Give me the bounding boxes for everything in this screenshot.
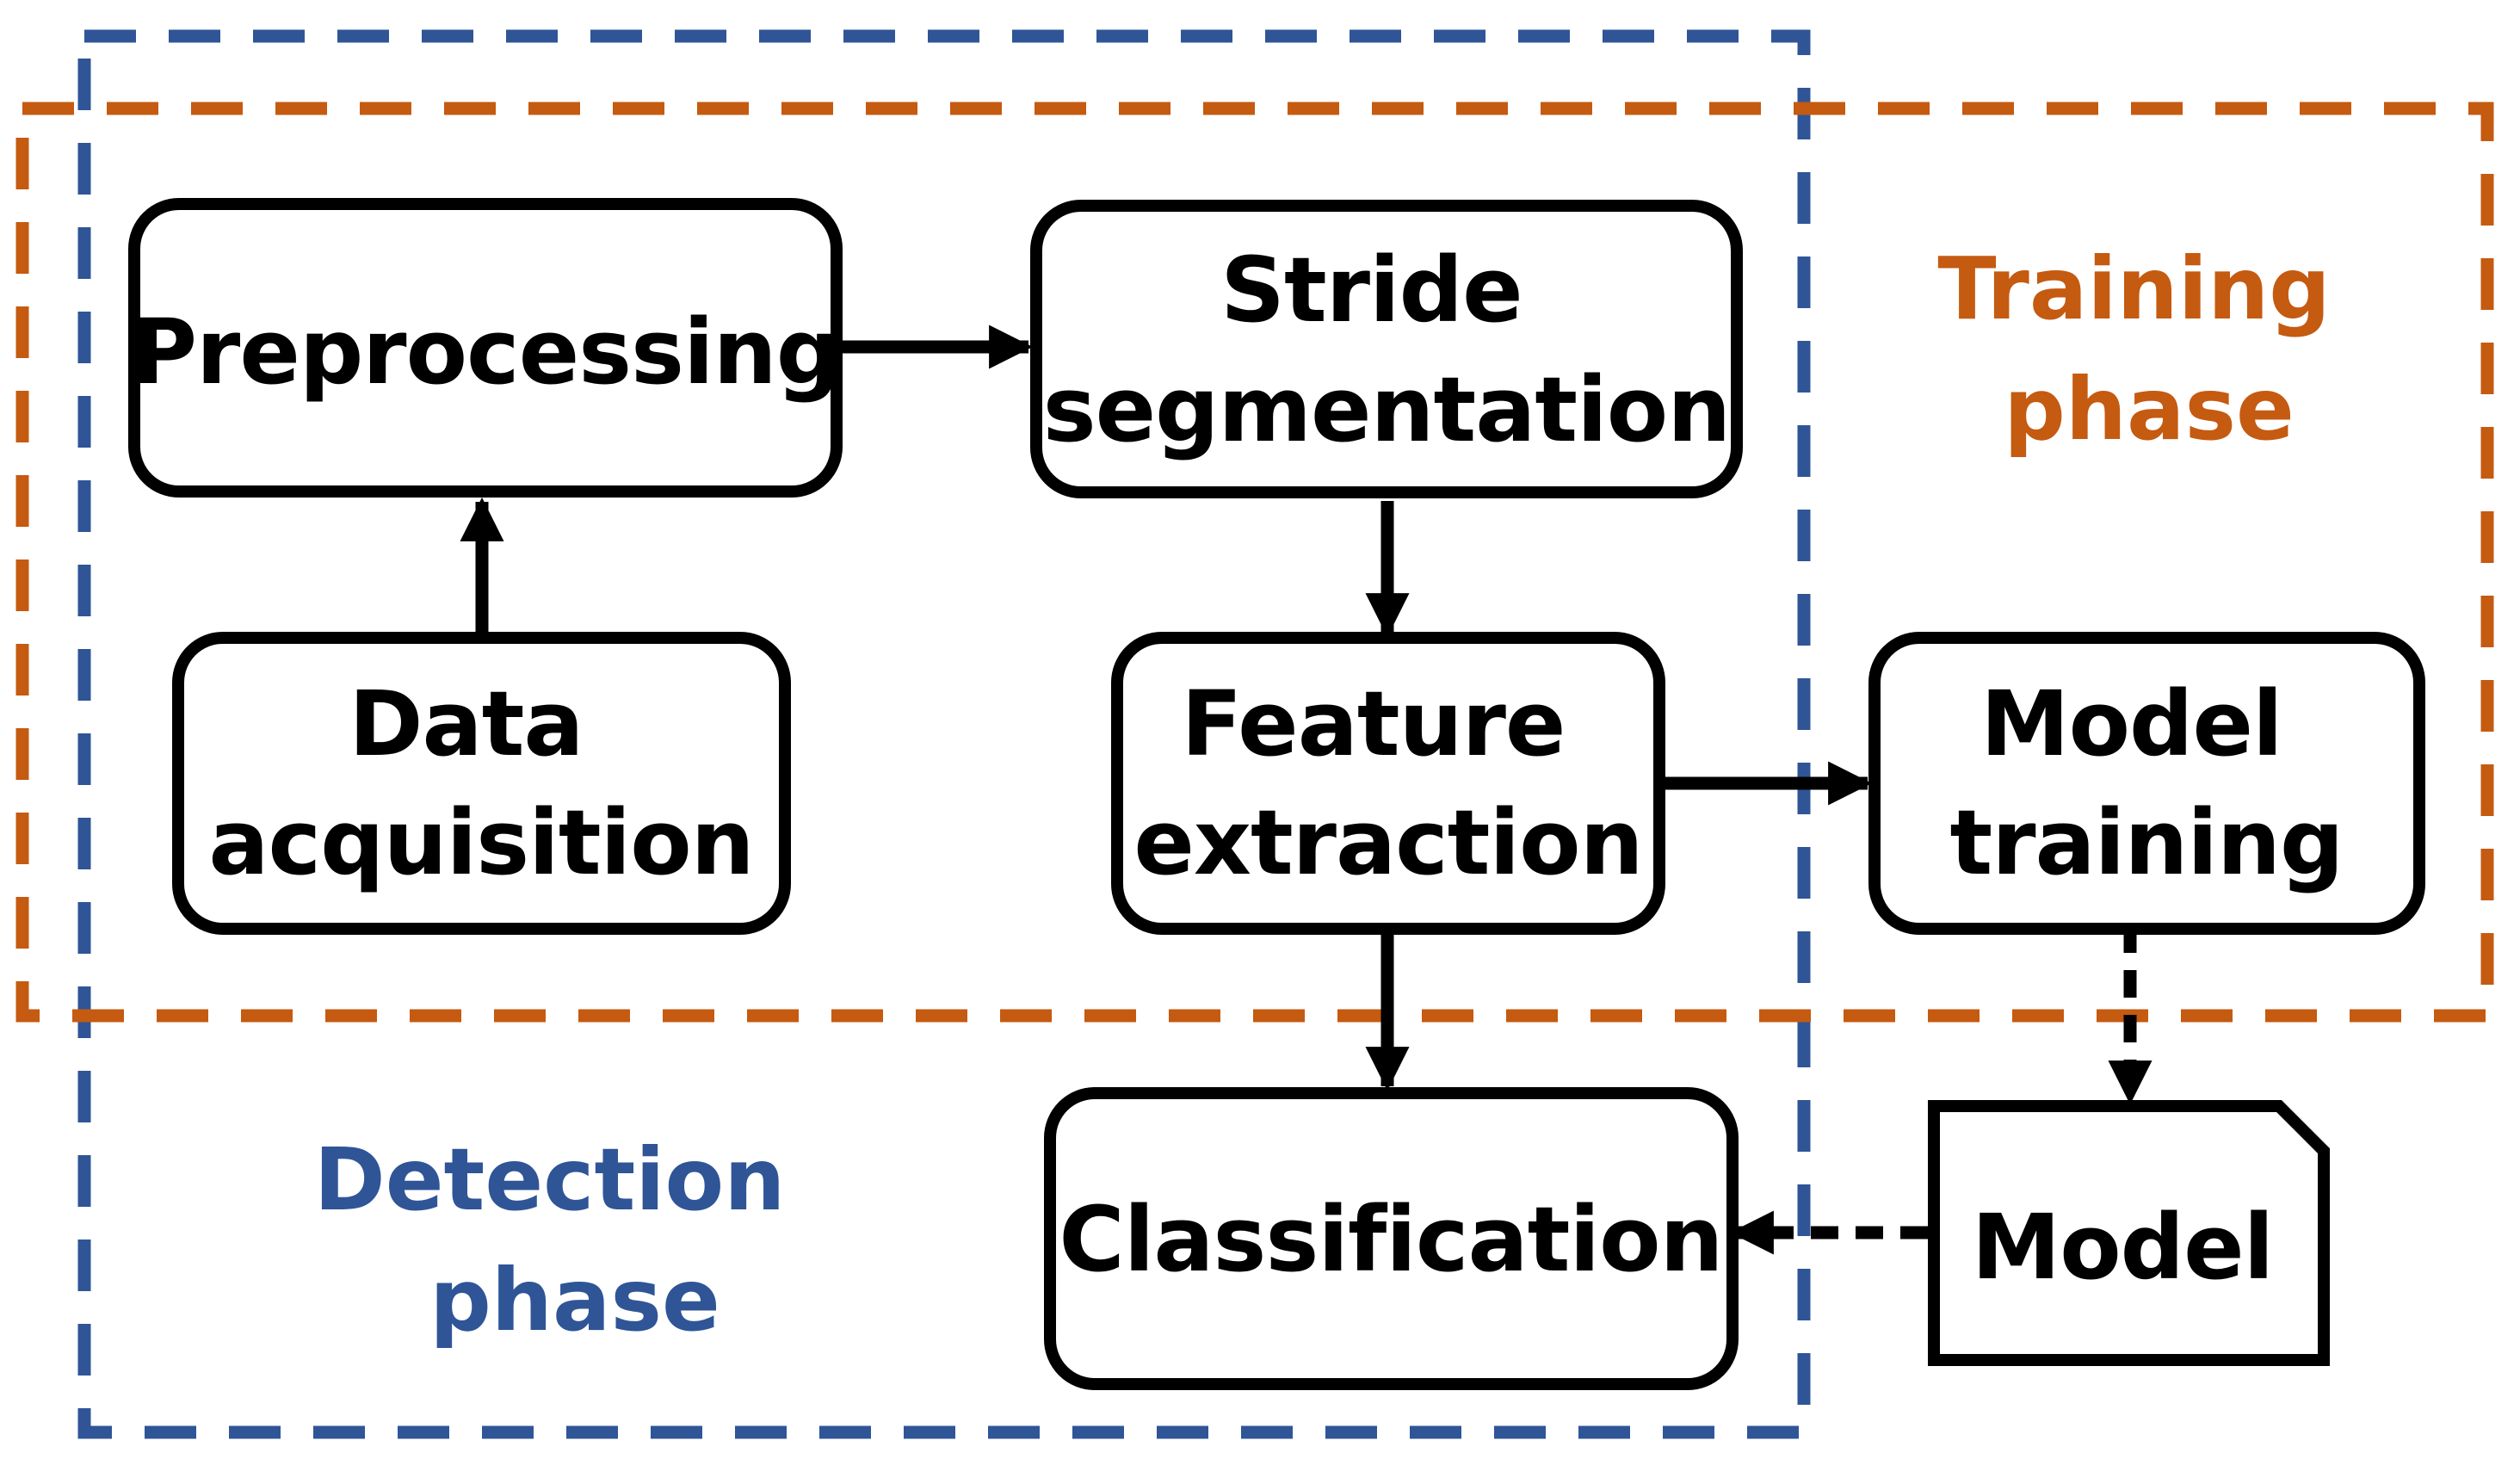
node-feature-extraction-label: Feature extraction [1133, 671, 1642, 895]
training-phase-region [15, 102, 2494, 1023]
document-shape-icon [1928, 1100, 2330, 1366]
node-data-acquisition-label: Data acquisition [208, 671, 753, 895]
node-stride-segmentation-label: Stride segmentation [1043, 238, 1731, 462]
node-model: Model [1928, 1100, 2330, 1366]
node-classification: Classification [1044, 1087, 1739, 1390]
node-model-label: Model [1972, 1195, 2274, 1300]
node-model-training: Model training [1868, 632, 2425, 935]
node-classification-label: Classification [1059, 1187, 1722, 1292]
node-feature-extraction: Feature extraction [1111, 632, 1665, 935]
node-data-acquisition: Data acquisition [172, 632, 791, 935]
detection-phase-label: Detection phase [314, 1129, 816, 1351]
training-phase-label: Training phase [1937, 238, 2360, 460]
node-stride-segmentation: Stride segmentation [1030, 200, 1743, 498]
node-model-training-label: Model training [1949, 671, 2343, 895]
detection-phase-region [77, 29, 1811, 1439]
node-preprocessing-label: Preprocessing [132, 300, 839, 405]
node-preprocessing: Preprocessing [128, 198, 843, 498]
